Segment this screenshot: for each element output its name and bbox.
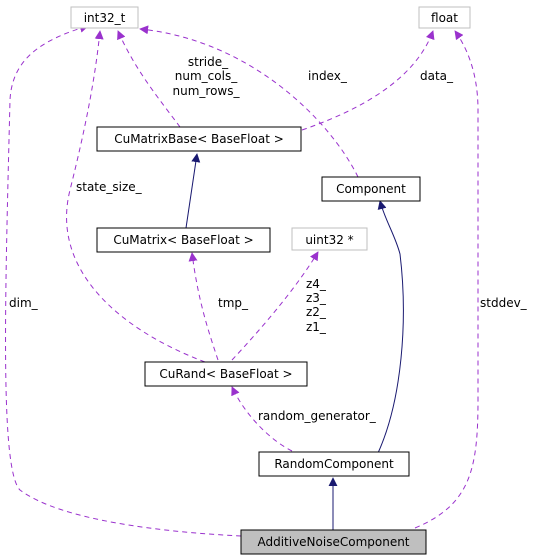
edge-label-z2: z2_ [306, 305, 327, 319]
node-curand[interactable]: CuRand< BaseFloat > [144, 361, 308, 387]
edge-curand-to-uint32-z [231, 251, 319, 361]
edge-additivenoise-to-float-stddev [414, 30, 479, 529]
node-randomcomponent[interactable]: RandomComponent [258, 451, 410, 477]
node-cumatrix[interactable]: CuMatrix< BaseFloat > [96, 227, 271, 253]
node-float-label: float [431, 11, 458, 25]
edge-label-state-size: state_size_ [76, 180, 143, 194]
edge-cumatrixbase-to-float [301, 30, 435, 131]
node-component-label: Component [336, 182, 406, 196]
edge-label-z1: z1_ [306, 320, 327, 334]
edge-randomcomponent-to-component [377, 200, 404, 454]
edge-additivenoise-to-int32t-dim [5, 23, 242, 537]
edge-label-tmp: tmp_ [218, 296, 249, 310]
edge-label-index: index_ [308, 69, 348, 83]
edge-label-num-rows: num_rows_ [173, 84, 241, 98]
node-uint32-ptr-label: uint32 * [305, 233, 353, 247]
node-uint32-ptr[interactable]: uint32 * [291, 227, 368, 251]
node-int32-t[interactable]: int32_t [70, 6, 139, 29]
edge-label-data: data_ [420, 69, 454, 83]
edge-curand-to-cumatrix-tmp [188, 252, 219, 361]
edge-curand-to-int32t-state [66, 30, 206, 363]
node-cumatrixbase[interactable]: CuMatrixBase< BaseFloat > [96, 126, 302, 152]
edge-label-z4: z4_ [306, 277, 327, 291]
edge-label-num-cols: num_cols_ [175, 69, 238, 83]
edge-label-stride: stride_ [188, 55, 229, 69]
node-int32-t-label: int32_t [84, 11, 126, 25]
node-additivenoise[interactable]: AdditiveNoiseComponent [240, 529, 427, 555]
node-float[interactable]: float [418, 6, 471, 29]
edge-label-random-generator: random_generator_ [258, 409, 377, 423]
node-cumatrix-label: CuMatrix< BaseFloat > [113, 233, 253, 247]
node-randomcomponent-label: RandomComponent [274, 457, 394, 471]
edge-label-dim: dim_ [9, 296, 39, 310]
edge-label-z3: z3_ [306, 291, 327, 305]
edge-label-stddev: stddev_ [480, 296, 528, 310]
node-additivenoise-label: AdditiveNoiseComponent [257, 535, 409, 549]
edge-cumatrixbase-to-int32t [117, 30, 181, 128]
node-component[interactable]: Component [321, 176, 421, 202]
node-cumatrixbase-label: CuMatrixBase< BaseFloat > [114, 132, 284, 146]
node-curand-label: CuRand< BaseFloat > [159, 367, 292, 381]
edge-component-to-int32t [139, 25, 359, 178]
edge-cumatrix-to-cumatrixbase [185, 153, 201, 229]
